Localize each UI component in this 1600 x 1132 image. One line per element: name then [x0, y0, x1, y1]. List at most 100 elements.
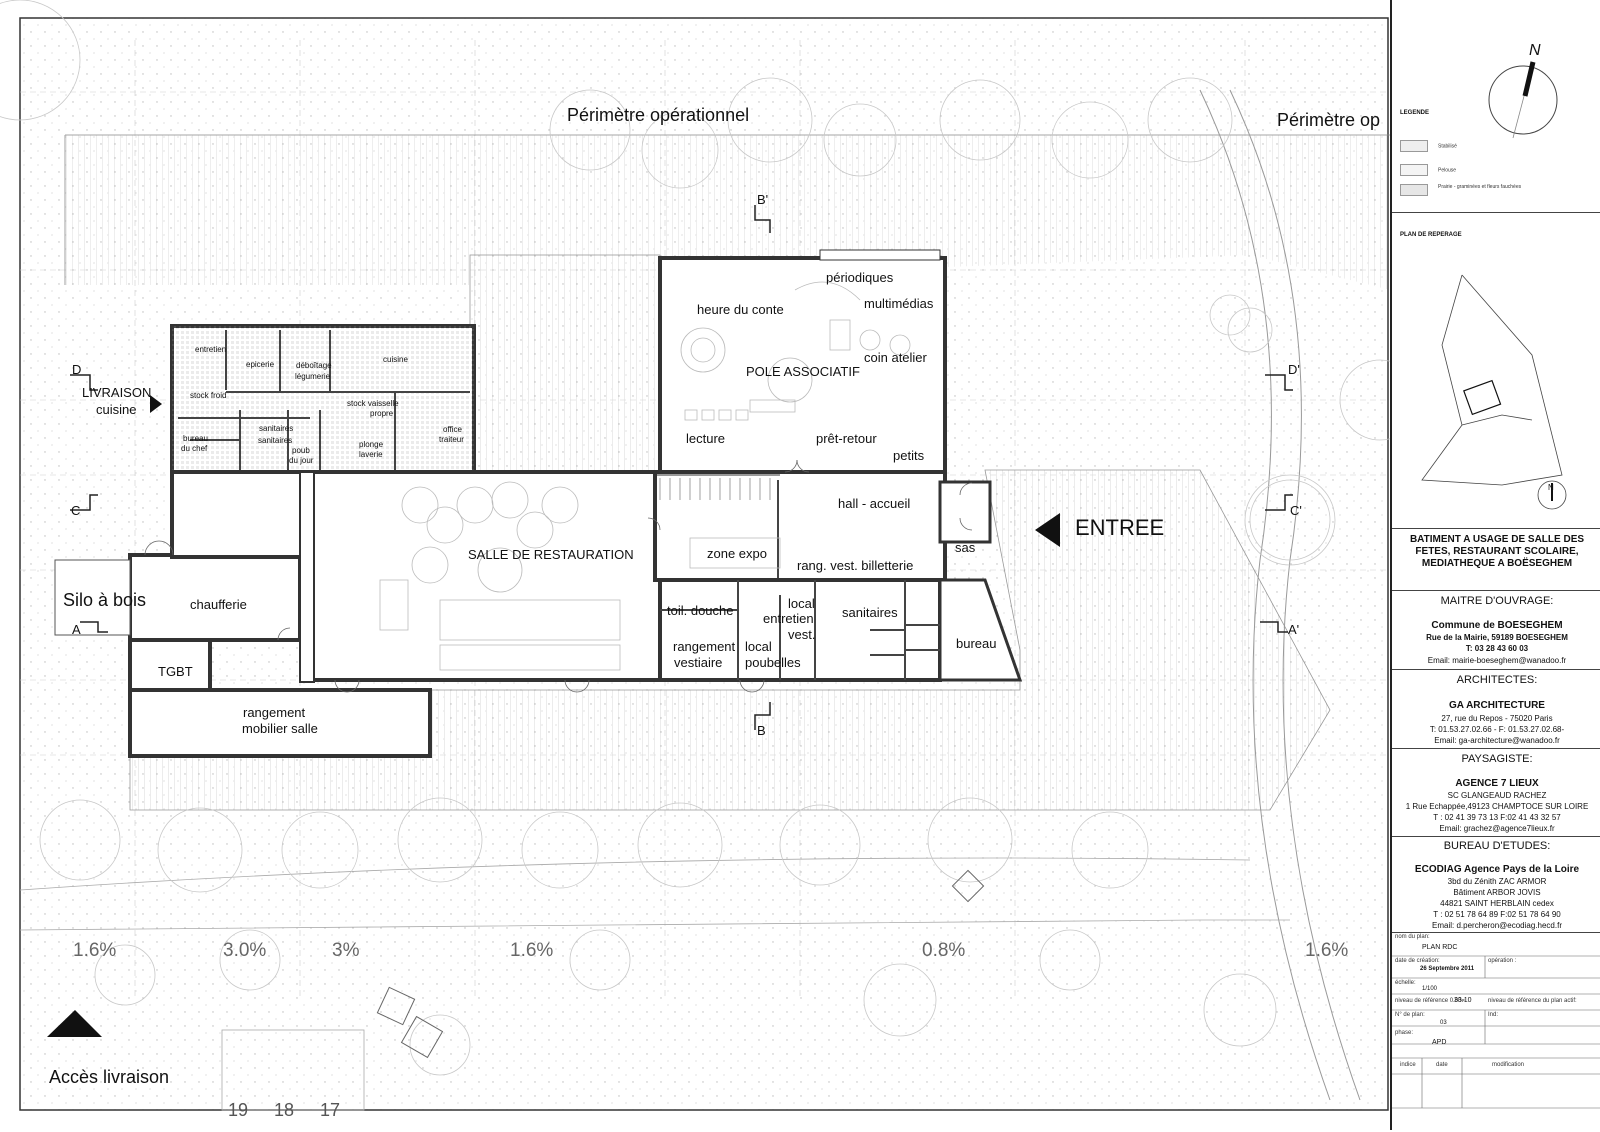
- room-entretien: entretien: [195, 345, 227, 354]
- room-hall-accueil: hall - accueil: [838, 496, 911, 511]
- bottom-number-3: 17: [320, 1100, 341, 1120]
- be-label: BUREAU D'ETUDES:: [1443, 840, 1551, 852]
- legend-item-pelouse: Pelouse: [1400, 164, 1456, 176]
- room-stock-froid: stock froid: [190, 391, 227, 400]
- entree-label: ENTREE: [1075, 515, 1165, 540]
- slope-5: 0.8%: [922, 940, 966, 961]
- room-bureau-chef: bureau: [183, 434, 208, 443]
- section-marker-c: C: [71, 503, 81, 518]
- tb-niveau-value: 33.10: [1454, 997, 1472, 1004]
- section-marker-a-prime: A': [1288, 622, 1300, 637]
- room-toil-douche: toil. douche: [667, 603, 734, 618]
- room-poub-jour: du jour: [289, 456, 314, 465]
- room-bureau-chef-2: du chef: [181, 444, 208, 453]
- tb-niveau-label: niveau de référence 0.00=: [1395, 998, 1465, 1004]
- north-label: N: [1529, 42, 1541, 59]
- legend-title: LEGENDE: [1400, 110, 1430, 116]
- room-periodiques: périodiques: [826, 270, 894, 285]
- room-chaufferie: chaufferie: [190, 597, 247, 612]
- room-salle-restauration: SALLE DE RESTAURATION: [468, 547, 634, 562]
- moa-name: Commune de BOESEGHEM: [1431, 620, 1563, 631]
- title-block-panel: N LEGENDE Stabilisé Pelouse Prairie - gr…: [1390, 0, 1600, 1130]
- be-address-3: 44821 SAINT HERBLAIN cedex: [1440, 899, 1554, 908]
- be-address-1: 3bd du Zénith ZAC ARMOR: [1447, 877, 1547, 886]
- room-heure-du-conte: heure du conte: [697, 302, 784, 317]
- slope-3: 3%: [332, 940, 360, 961]
- room-silo-a-bois: Silo à bois: [63, 590, 147, 610]
- slope-4: 1.6%: [510, 940, 554, 961]
- slope-6: 1.6%: [1305, 940, 1349, 961]
- paysagiste-tel: T : 02 41 39 73 13 F:02 41 43 32 57: [1433, 813, 1561, 822]
- slope-1: 1.6%: [73, 940, 117, 961]
- room-coin-atelier: coin atelier: [864, 350, 927, 365]
- room-rangement-vestiaire-2: vestiaire: [674, 655, 723, 670]
- room-sanitaires-kitchen-2: sanitaires: [258, 436, 293, 445]
- room-sas: sas: [955, 540, 976, 555]
- room-local-entretien-3: vest.: [788, 627, 816, 642]
- be-name: ECODIAG Agence Pays de la Loire: [1414, 864, 1580, 875]
- room-office: office: [443, 425, 462, 434]
- room-deboitage: déboîtage: [296, 361, 332, 370]
- tb-phase-label: phase:: [1395, 1030, 1414, 1036]
- tb-date2-label: date: [1436, 1062, 1448, 1068]
- room-traiteur: traiteur: [439, 435, 464, 444]
- tb-modification-label: modification: [1492, 1062, 1525, 1068]
- tb-date-label: date de création:: [1395, 958, 1440, 964]
- be-tel: T : 02 51 78 64 89 F:02 51 78 64 90: [1433, 910, 1561, 919]
- room-livraison: LIVRAISON: [82, 385, 152, 400]
- room-zone-expo: zone expo: [707, 546, 767, 561]
- legend-item-stabilise: Stabilisé: [1400, 140, 1457, 152]
- location-map-north: N: [1548, 483, 1554, 492]
- paysagiste-label: PAYSAGISTE:: [1461, 753, 1533, 765]
- moa-tel: T: 03 28 43 60 03: [1465, 644, 1529, 653]
- section-marker-b: B: [757, 723, 766, 738]
- room-laverie: laverie: [359, 450, 383, 459]
- section-marker-b-prime: B': [757, 192, 769, 207]
- room-rangement-mobilier: rangement: [243, 705, 306, 720]
- paysagiste-email: Email: grachez@agence7lieux.fr: [1439, 824, 1555, 833]
- section-marker-d-prime: D': [1288, 362, 1300, 377]
- architects-label: ARCHITECTES:: [1456, 674, 1538, 686]
- room-bureau-right: bureau: [956, 636, 997, 651]
- title-block-grid: [1392, 955, 1600, 1109]
- reperage-title: PLAN DE REPERAGE: [1400, 232, 1462, 238]
- room-cuisine: cuisine: [383, 355, 408, 364]
- moa-email: Email: mairie-boeseghem@wanadoo.fr: [1427, 656, 1567, 665]
- section-marker-a: A: [72, 622, 81, 637]
- section-marker-c-prime: C': [1290, 503, 1302, 518]
- bottom-number-2: 18: [274, 1100, 295, 1120]
- room-rangement-vestiaire: rangement: [673, 639, 736, 654]
- perimeter-label-left: Périmètre opérationnel: [567, 105, 750, 125]
- tb-num-value: 03: [1440, 1020, 1447, 1026]
- tb-indice-label: indice: [1400, 1062, 1416, 1068]
- tb-phase-value: APD: [1432, 1039, 1447, 1046]
- room-local-poubelles: local: [745, 639, 772, 654]
- architects-address: 27, rue du Repos - 75020 Paris: [1441, 714, 1553, 723]
- paysagiste-name: AGENCE 7 LIEUX: [1455, 778, 1539, 789]
- room-sanitaires: sanitaires: [842, 605, 898, 620]
- north-arrow-icon: [1488, 61, 1558, 139]
- room-pole-associatif: POLE ASSOCIATIF: [746, 364, 860, 379]
- room-local-entretien: local: [788, 596, 815, 611]
- paysagiste-address: 1 Rue Echappée,49123 CHAMPTOCE SUR LOIRE: [1405, 802, 1589, 811]
- room-epicerie: epicerie: [246, 360, 275, 369]
- architects-name: GA ARCHITECTURE: [1449, 700, 1545, 711]
- floor-plan: Périmètre opérationnel Périmètre op LIVR…: [0, 0, 1390, 1120]
- tb-nom-value: PLAN RDC: [1422, 944, 1458, 951]
- tb-num-label: N° de plan:: [1395, 1012, 1425, 1018]
- tb-ind-label: Ind:: [1488, 1012, 1499, 1018]
- acces-livraison-label: Accès livraison: [49, 1067, 170, 1087]
- be-email: Email: d.percheron@ecodiag.hecd.fr: [1432, 921, 1562, 930]
- plan-drawing: [0, 0, 1390, 1111]
- paysagiste-sub: SC GLANGEAUD RACHEZ: [1447, 791, 1547, 800]
- tb-echelle-value: 1/100: [1422, 986, 1438, 992]
- room-petits: petits: [893, 448, 925, 463]
- room-tgbt: TGBT: [158, 664, 193, 679]
- tb-nom-label: nom du plan:: [1395, 934, 1430, 940]
- room-rangement-mobilier-2: mobilier salle: [242, 721, 318, 736]
- section-marker-d: D: [72, 362, 82, 377]
- be-address-2: Bâtiment ARBOR JOVIS: [1453, 888, 1541, 897]
- room-local-entretien-2: entretien: [763, 611, 814, 626]
- moa-label: MAITRE D'OUVRAGE:: [1440, 595, 1554, 607]
